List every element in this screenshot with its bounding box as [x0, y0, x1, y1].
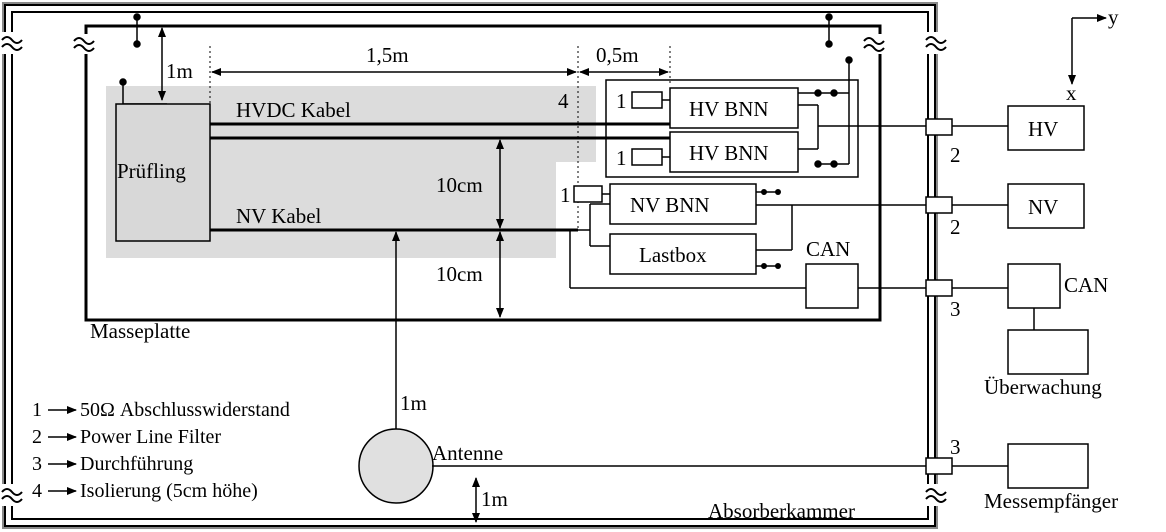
terminator-hv1 [631, 91, 663, 109]
can-outside-label: CAN [1064, 273, 1108, 297]
nv-group [569, 183, 930, 309]
axis-y-label: y [1108, 5, 1119, 29]
legend-num: 3 [32, 453, 42, 475]
dut-box [115, 103, 211, 242]
marker-2-hv: 2 [950, 143, 961, 167]
dim-1m-top: 1m [166, 59, 193, 83]
break-marks [0, 32, 947, 506]
nv-source-box [1007, 183, 1085, 229]
hv-bnn-2-box [669, 131, 799, 173]
can-inside-label: CAN [806, 237, 850, 261]
dim-10cm-b: 10cm [436, 262, 483, 286]
reference-lines [209, 46, 671, 230]
legend-num: 1 [32, 399, 42, 421]
nv-bnn-label: NV BNN [630, 193, 710, 217]
dim-1-5m: 1,5m [366, 43, 409, 67]
legend-item: 3 Durchführung [32, 453, 193, 475]
axis-x-label: x [1066, 81, 1077, 105]
receiver-box [1007, 443, 1089, 489]
axis-indicator [1068, 14, 1107, 85]
wall-feedthroughs [925, 118, 953, 475]
hv-bnn-1-label: HV BNN [689, 97, 769, 121]
outside-equipment [952, 105, 1089, 489]
lastbox-box [609, 233, 757, 275]
hv-bnn-group [605, 79, 930, 178]
legend-text: Isolierung (5cm höhe) [80, 480, 258, 502]
marker-1-hv1: 1 [616, 89, 627, 113]
marker-2-nv: 2 [950, 215, 961, 239]
hv-bnn-2-label: HV BNN [689, 141, 769, 165]
legend: 1 50Ω Abschlusswiderstand 2 Power Line F… [32, 399, 290, 502]
antenna-label: Antenne [432, 441, 503, 465]
dim-0-5m: 0,5m [596, 43, 639, 67]
marker-1-hv2: 1 [616, 146, 627, 170]
legend-text: Power Line Filter [80, 426, 221, 448]
legend-num: 4 [32, 480, 42, 502]
ground-plate-label: Masseplatte [90, 319, 190, 343]
antenna [358, 428, 926, 504]
marker-4: 4 [558, 89, 569, 113]
nv-bnn-box [609, 183, 757, 225]
dim-1m-bottom: 1m [481, 487, 508, 511]
can-inside-box [805, 263, 859, 309]
marker-1-nv: 1 [560, 183, 571, 207]
legend-num: 2 [32, 426, 42, 448]
legend-item: 2 Power Line Filter [32, 426, 221, 448]
cables [210, 122, 670, 232]
terminator-nv [573, 185, 603, 203]
can-outside-box [1007, 263, 1061, 309]
legend-item: 1 50Ω Abschlusswiderstand [32, 399, 290, 421]
terminator-hv2 [631, 148, 663, 166]
nv-cable-label: NV Kabel [236, 204, 322, 228]
receiver-label: Messempfänger [984, 489, 1118, 513]
legend-item: 4 Isolierung (5cm höhe) [32, 480, 258, 502]
monitoring-box [1007, 329, 1089, 375]
hv-source-box [1007, 105, 1085, 151]
ground-plate: Masseplatte [73, 24, 886, 343]
legend-text: 50Ω Abschlusswiderstand [80, 399, 290, 421]
chamber-label: Absorberkammer [708, 499, 855, 523]
lastbox-label: Lastbox [639, 243, 707, 267]
marker-3-can: 3 [950, 297, 961, 321]
hv-bnn-1-box [669, 87, 799, 129]
insulation-area [106, 86, 596, 258]
dim-10cm-a: 10cm [436, 173, 483, 197]
marker-3-ant: 3 [950, 435, 961, 459]
monitoring-label: Überwachung [984, 375, 1102, 399]
dimension-arrows [158, 27, 669, 523]
nv-source-label: NV [1028, 195, 1058, 219]
hvdc-cable-label: HVDC Kabel [236, 98, 351, 122]
dut-label: Prüfling [117, 159, 186, 183]
dim-1m-antenna: 1m [400, 391, 427, 415]
legend-text: Durchführung [80, 453, 193, 475]
hv-source-label: HV [1028, 117, 1058, 141]
